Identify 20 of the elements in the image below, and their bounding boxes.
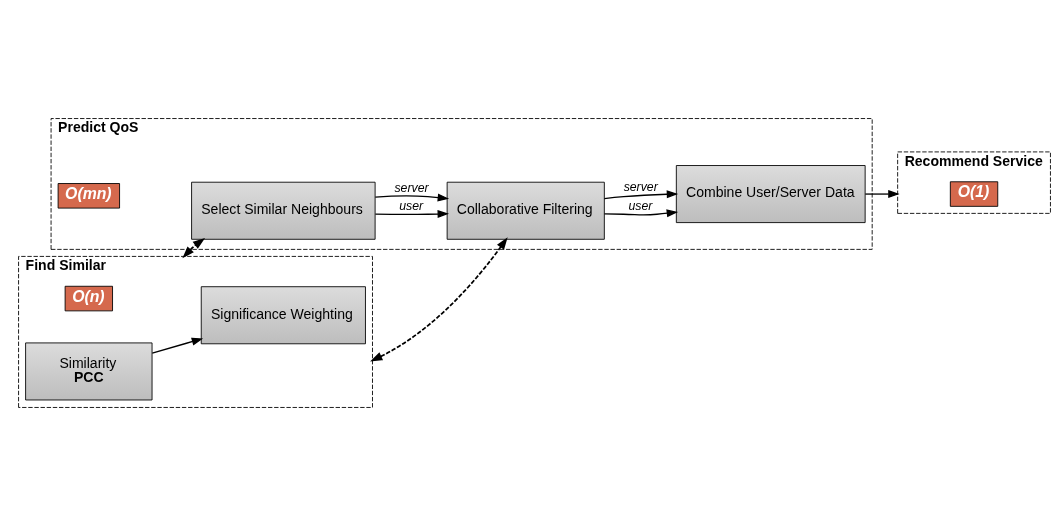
edge-label: server	[394, 180, 429, 195]
edge-label: user	[399, 198, 424, 213]
node-box: Combine User/Server Data	[675, 164, 866, 223]
node-box: Select Similar Neighbours	[191, 181, 376, 240]
arrow	[374, 209, 449, 218]
node-box: Significance Weighting	[200, 285, 366, 344]
node-box: Collaborative Filtering	[446, 181, 605, 240]
arrow	[182, 237, 206, 258]
arrow	[603, 208, 679, 217]
arrow	[370, 236, 508, 361]
node-box: O(1)	[949, 180, 999, 207]
node-box: O(n)	[64, 285, 113, 311]
edge-label: user	[628, 198, 653, 213]
arrow	[603, 189, 679, 199]
arrow	[151, 337, 204, 354]
node-box: O(mn)	[57, 182, 120, 209]
arrow	[864, 189, 900, 198]
edge-label: server	[623, 179, 658, 194]
node-box: Similarity PCC	[25, 342, 153, 400]
arrow	[374, 193, 450, 201]
